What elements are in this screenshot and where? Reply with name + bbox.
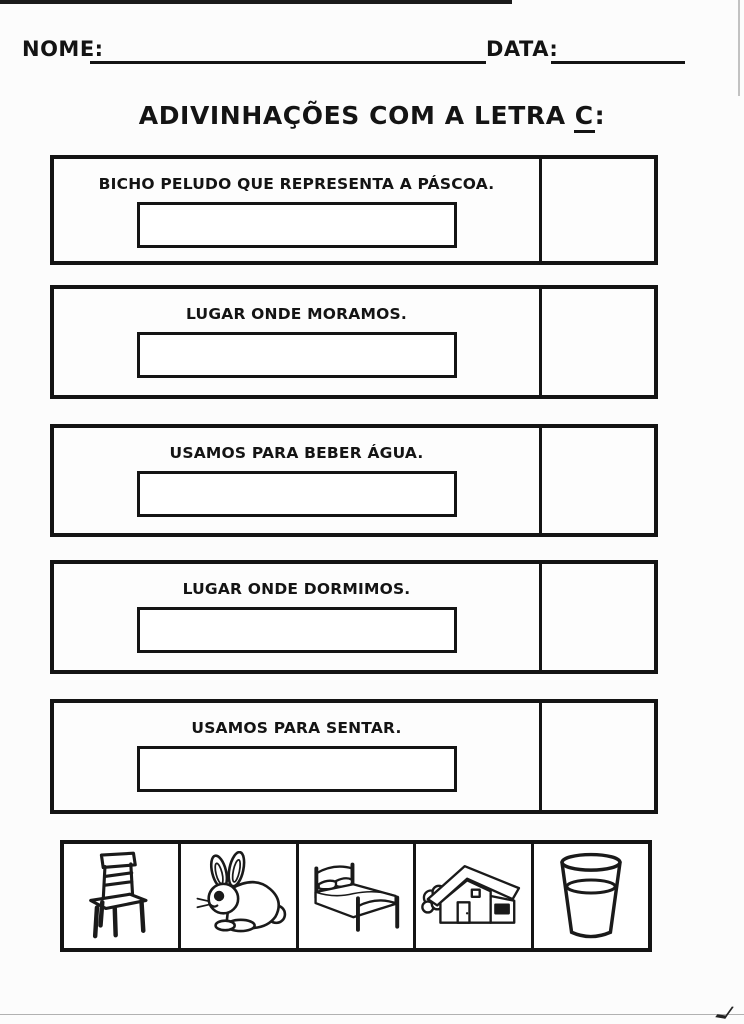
house-icon [421, 864, 521, 924]
glass-icon [559, 852, 622, 939]
scan-artifact-corner-mark [715, 1005, 734, 1019]
answer-image-cell-3[interactable] [539, 428, 654, 533]
rabbit-icon [196, 851, 286, 933]
picture-cell-rabbit[interactable] [178, 844, 295, 948]
riddle-content-2: LUGAR ONDE MORAMOS. [54, 289, 539, 395]
riddle-content-3: USAMOS PARA BEBER ÁGUA. [54, 428, 539, 533]
scan-artifact-bottom-line [0, 1014, 744, 1015]
riddle-text-2: LUGAR ONDE MORAMOS. [186, 305, 407, 323]
date-input-line[interactable] [551, 61, 685, 64]
scan-artifact-right-line [738, 0, 740, 96]
riddle-row-3: USAMOS PARA BEBER ÁGUA. [50, 424, 658, 537]
page-title-colon: : [594, 101, 606, 130]
answer-box-4[interactable] [136, 607, 457, 653]
date-label: DATA: [486, 37, 559, 61]
picture-cell-chair[interactable] [64, 844, 178, 948]
riddle-row-4: LUGAR ONDE DORMIMOS. [50, 560, 658, 674]
picture-cell-glass[interactable] [530, 844, 648, 948]
riddle-row-2: LUGAR ONDE MORAMOS. [50, 285, 658, 399]
riddle-row-1: BICHO PELUDO QUE REPRESENTA A PÁSCOA. [50, 155, 658, 265]
riddle-text-1: BICHO PELUDO QUE REPRESENTA A PÁSCOA. [98, 175, 495, 193]
picture-cell-house[interactable] [413, 844, 530, 948]
riddle-content-4: LUGAR ONDE DORMIMOS. [54, 564, 539, 670]
answer-box-5[interactable] [136, 746, 457, 792]
riddle-content-1: BICHO PELUDO QUE REPRESENTA A PÁSCOA. [54, 159, 539, 261]
name-label: NOME: [22, 37, 104, 61]
bed-icon [314, 862, 400, 932]
name-input-line[interactable] [90, 61, 486, 64]
answer-box-3[interactable] [136, 471, 457, 517]
answer-image-cell-1[interactable] [539, 159, 654, 261]
riddle-text-4: LUGAR ONDE DORMIMOS. [182, 580, 411, 598]
picture-bank [60, 840, 652, 952]
riddle-text-3: USAMOS PARA BEBER ÁGUA. [169, 444, 424, 462]
answer-box-2[interactable] [136, 332, 457, 378]
riddle-content-5: USAMOS PARA SENTAR. [54, 703, 539, 810]
picture-cell-bed[interactable] [295, 844, 413, 948]
page-title-underlined-letter: C [573, 101, 595, 133]
scan-artifact-top-bar [0, 0, 512, 4]
answer-image-cell-4[interactable] [539, 564, 654, 670]
riddle-row-5: USAMOS PARA SENTAR. [50, 699, 658, 814]
answer-box-1[interactable] [136, 202, 457, 248]
page-title-text: ADIVINHAÇÕES COM A LETRA [138, 101, 566, 130]
answer-image-cell-2[interactable] [539, 289, 654, 395]
answer-image-cell-5[interactable] [539, 703, 654, 810]
riddle-text-5: USAMOS PARA SENTAR. [191, 719, 402, 737]
chair-icon [89, 851, 148, 939]
